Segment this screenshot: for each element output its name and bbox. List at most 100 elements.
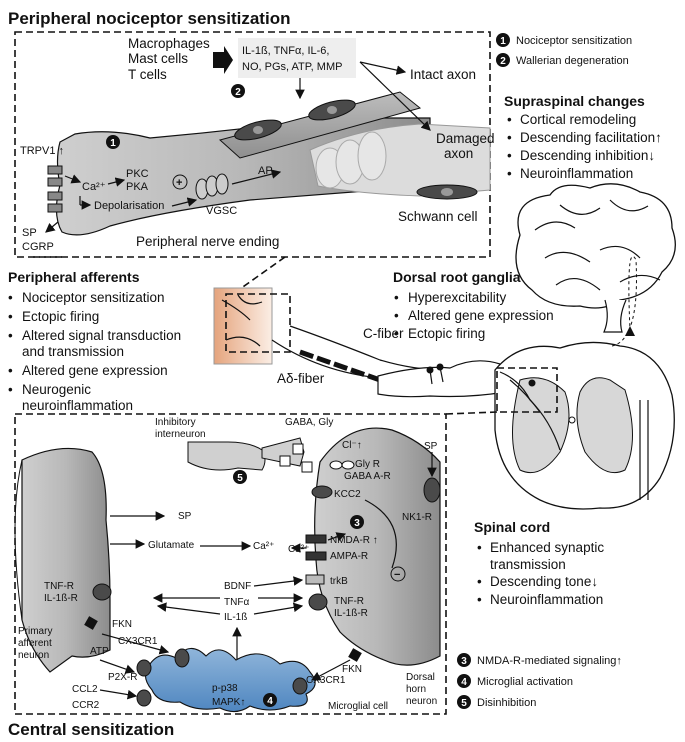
svg-text:+: + — [176, 177, 182, 189]
inhibitory-interneuron — [187, 441, 266, 471]
svg-text:•: • — [477, 540, 482, 555]
list-item: Neurogenic — [22, 382, 91, 397]
drg-list: •Hyperexcitability •Altered gene express… — [394, 290, 554, 341]
trpv1-label: TRPV1 ↑ — [20, 145, 64, 157]
fkn-left-label: FKN — [112, 619, 132, 630]
glutamate-label: Glutamate — [148, 540, 195, 551]
vgsc-label: VGSC — [206, 205, 237, 217]
list-item: Descending facilitation↑ — [520, 130, 662, 145]
tnfr-left-label-1: TNF-R — [44, 581, 74, 592]
svg-text:4: 4 — [461, 677, 467, 688]
dorsal-horn-zoom-box — [496, 367, 558, 413]
schwann-cell-label: Schwann cell — [398, 209, 478, 224]
svg-text:•: • — [394, 326, 399, 341]
sp-top-label: SP — [424, 441, 438, 452]
svg-text:•: • — [507, 112, 512, 127]
microglial-cell-label: Microglial cell — [328, 701, 388, 712]
depolarisation-label: Depolarisation — [94, 200, 164, 212]
spinal-cord-list: •Enhanced synaptic transmission •Descend… — [477, 540, 604, 607]
svg-text:1: 1 — [110, 138, 116, 149]
ccr2-label: CCR2 — [72, 700, 100, 711]
list-item: Neuroinflammation — [490, 592, 603, 607]
immune-cell-mast: Mast cells — [128, 51, 188, 66]
svg-text:neuron: neuron — [406, 696, 437, 707]
brain-illustration — [515, 183, 676, 333]
p2xr-label: P2X-R — [108, 672, 137, 683]
tnfr-left-label-2: IL-1ß-R — [44, 593, 78, 604]
svg-text:•: • — [8, 309, 13, 324]
pkc-label: PKC — [126, 168, 149, 180]
svg-text:5: 5 — [237, 473, 243, 484]
il1b-label: IL-1ß — [224, 612, 247, 623]
svg-text:3: 3 — [461, 656, 467, 667]
list-item: Descending inhibition↓ — [520, 148, 655, 163]
legend-item-3: NMDA-R-mediated signaling↑ — [477, 655, 622, 667]
ccl2-label: CCL2 — [72, 684, 98, 695]
svg-text:neuron: neuron — [18, 650, 49, 661]
nk1r-label: NK1-R — [402, 512, 432, 523]
skin-zoom-box — [225, 293, 291, 353]
svg-text:neuroinflammation: neuroinflammation — [22, 398, 133, 413]
gaba-gly-label: GABA, Gly — [285, 417, 333, 428]
mediator-box — [238, 38, 356, 78]
atp-label: ATP — [90, 646, 109, 657]
list-item: Ectopic firing — [408, 326, 485, 341]
svg-text:•: • — [8, 328, 13, 343]
legend-top: 1 Nociceptor sensitization 2 Wallerian d… — [496, 33, 632, 67]
svg-text:3: 3 — [354, 518, 360, 529]
svg-text:NO, PGs, ATP, MMP: NO, PGs, ATP, MMP — [242, 61, 342, 73]
legend-bottom: 3 NMDA-R-mediated signaling↑ 4 Microglia… — [457, 653, 622, 709]
svg-text:axon: axon — [444, 146, 473, 161]
immune-cell-tcells: T cells — [128, 67, 167, 82]
mapk-label: MAPK↑ — [212, 697, 245, 708]
list-item: Descending tone↓ — [490, 574, 598, 589]
fkn-right-label: FKN — [342, 664, 362, 675]
bdnf-label: BDNF — [224, 581, 251, 592]
list-item: Hyperexcitability — [408, 290, 507, 305]
ap-label: AP — [258, 165, 273, 177]
spinal-cord-title: Spinal cord — [474, 519, 550, 535]
legend-item-2: Wallerian degeneration — [516, 55, 629, 67]
trpv1-channel-icon — [47, 165, 63, 213]
cgrp-label: CGRP — [22, 241, 54, 253]
ca-central-label: Ca²⁺ — [253, 541, 274, 552]
svg-text:and transmission: and transmission — [22, 344, 124, 359]
trkb-label: trkB — [330, 576, 348, 587]
a-delta-fiber-label: Aδ-fiber — [277, 371, 325, 386]
cx3cr1-right-label: CX3CR1 — [306, 675, 346, 686]
list-item: Altered gene expression — [408, 308, 554, 323]
tnfr-right-label-2: IL-1ß-R — [334, 608, 368, 619]
ca-label: Ca²⁺ — [82, 181, 106, 193]
a-delta-fiber — [299, 349, 381, 383]
afferents-title: Peripheral afferents — [8, 269, 140, 285]
peripheral-title: Peripheral nociceptor sensitization — [8, 9, 290, 28]
list-item: Enhanced synaptic — [490, 540, 604, 555]
legend-item-1: Nociceptor sensitization — [516, 35, 632, 47]
pka-label: PKA — [126, 181, 149, 193]
release-arrow-icon — [213, 46, 233, 74]
kcc2-label: KCC2 — [334, 489, 361, 500]
svg-text:−: − — [394, 569, 400, 581]
supraspinal-list: •Cortical remodeling •Descending facilit… — [507, 112, 662, 181]
legend-item-4: Microglial activation — [477, 676, 573, 688]
vgsc-channel-icon — [195, 173, 229, 200]
svg-text:afferent: afferent — [18, 638, 52, 649]
nmdar-label: NMDA-R ↑ — [330, 535, 378, 546]
sp-central-label: SP — [178, 511, 192, 522]
svg-text:Dorsal: Dorsal — [406, 672, 435, 683]
pp38-label: p-p38 — [212, 683, 238, 694]
svg-text:Primary: Primary — [18, 626, 52, 637]
primary-afferent-neuron — [21, 447, 111, 673]
svg-text:2: 2 — [500, 56, 506, 67]
svg-text:transmission: transmission — [490, 557, 566, 572]
intact-axon-label: Intact axon — [410, 67, 476, 82]
svg-text:2: 2 — [235, 87, 241, 98]
central-inset-box — [14, 413, 447, 715]
cl-label: Cl⁻↑ — [342, 440, 362, 451]
svg-text:•: • — [507, 130, 512, 145]
svg-text:•: • — [507, 166, 512, 181]
immune-cell-macrophages: Macrophages — [128, 36, 210, 51]
drg-title: Dorsal root ganglia — [393, 269, 521, 285]
damaged-axon-label: Damaged — [436, 131, 495, 146]
glyr-label: Gly R — [355, 459, 380, 470]
